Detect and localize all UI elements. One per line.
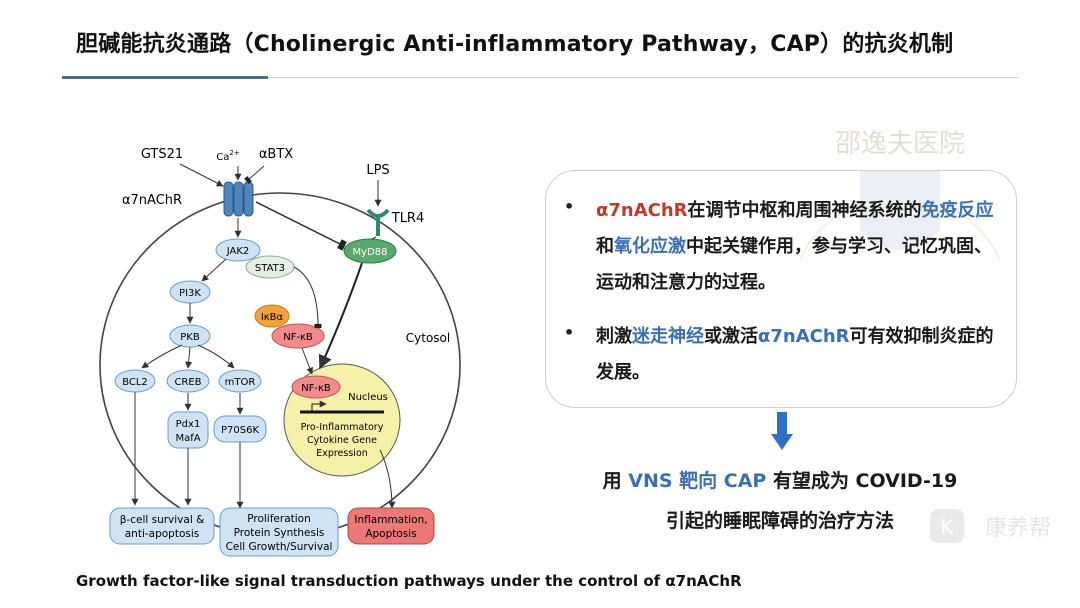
out2-line3: Cell Growth/Survival: [226, 541, 333, 553]
nfkb-node: [271, 323, 325, 349]
cell-membrane: [99, 192, 461, 538]
title-underline: [268, 77, 1018, 78]
jak2-label: JAK2: [226, 246, 250, 257]
gene-line2: Cytokine Gene: [307, 435, 377, 446]
ikba-label: IκBα: [261, 312, 284, 323]
btx-label: αBTX: [259, 147, 293, 162]
creb-node: [166, 369, 210, 393]
proliferation-box: [219, 507, 339, 557]
nfkb-nucleus-label: NF-κB: [301, 383, 331, 394]
ikba-node: [254, 304, 290, 328]
bcl2-label: BCL2: [122, 377, 148, 388]
bullet-2-seg-1: 刺激: [596, 326, 632, 347]
stat3-label: STAT3: [255, 263, 285, 274]
lps-label: LPS: [366, 163, 389, 178]
bullet-1-seg-3: 免疫反应: [921, 200, 994, 221]
logo-mark: K: [940, 515, 954, 539]
page-title: 胆碱能抗炎通路（Cholinergic Anti-inflammatory Pa…: [76, 32, 954, 57]
creb-label: CREB: [174, 377, 201, 388]
receptor-label: α7nAChR: [122, 193, 182, 208]
out2-line2: Protein Synthesis: [234, 527, 325, 539]
bullet-2-seg-3: 或激活: [704, 326, 758, 347]
bullet-1: α7nAChR在调节中枢和周围神经系统的免疫反应和氧化应激中起关键作用，参与学习…: [596, 193, 1002, 301]
down-arrow-icon: [771, 412, 793, 450]
nfkb-nucleus-node: [291, 375, 341, 399]
out3-line1: Inflammation,: [354, 514, 427, 526]
conclusion-emphasis: VNS 靶向 CAP: [628, 470, 767, 492]
bullet-1-seg-4: 和: [596, 236, 614, 257]
bullet-2-seg-5: 可有效抑制炎症的发展。: [596, 326, 994, 383]
title-underline-accent: [62, 76, 268, 79]
a7nachr-receptor: [223, 181, 254, 217]
myd88-label: MyD88: [353, 247, 388, 258]
calcium-label: Ca2+: [216, 149, 240, 163]
nfkb-label: NF-κB: [283, 332, 313, 343]
jak2-node: [215, 238, 261, 262]
bullet-1-seg-2: 在调节中枢和周围神经系统的: [687, 200, 922, 221]
mafa-label: MafA: [175, 433, 200, 444]
bullet-marker-2: •: [564, 323, 575, 342]
inflammation-box: [347, 507, 435, 545]
tlr4-label: TLR4: [391, 211, 425, 226]
out3-line2: Apoptosis: [365, 528, 416, 540]
bullet-2-seg-4: α7nAChR: [758, 326, 850, 347]
cap-pathway-diagram: GTS21 Ca2+ αBTX α7nAChR LPS TLR4 Cytosol…: [99, 147, 461, 557]
tlr4-receptor: [366, 208, 390, 236]
key-points-box: • α7nAChR在调节中枢和周围神经系统的免疫反应和氧化应激中起关键作用，参与…: [545, 170, 1017, 408]
bullet-marker-1: •: [564, 197, 575, 216]
nucleus-label: Nucleus: [348, 392, 388, 403]
myd88-node: [343, 238, 397, 264]
out1-line1: β-cell survival &: [120, 514, 205, 526]
gene-line1: Pro-Inflammatory: [301, 422, 384, 433]
mtor-node: [218, 369, 262, 393]
bullet-2: 刺激迷走神经或激活α7nAChR可有效抑制炎症的发展。: [596, 319, 1002, 391]
p70s6k-label: P70S6K: [221, 425, 259, 436]
figure-caption: Growth factor-like signal transduction p…: [76, 572, 742, 590]
mtor-label: mTOR: [225, 377, 256, 388]
pdx1-label: Pdx1: [176, 419, 201, 430]
kangyangbang-logo: K 康养帮: [930, 509, 1051, 543]
bullet-1-seg-1: α7nAChR: [596, 200, 688, 221]
gene-line3: Expression: [316, 448, 368, 459]
gts21-label: GTS21: [141, 147, 183, 162]
bullet-2-seg-2: 迷走神经: [632, 326, 704, 347]
beta-cell-survival-box: [109, 507, 215, 545]
conclusion-post: 有望成为 COVID-19: [766, 470, 958, 492]
watermark-text: 邵逸夫医院: [835, 129, 965, 159]
out2-line1: Proliferation: [247, 513, 311, 525]
conclusion-line1: 用 VNS 靶向 CAP 有望成为 COVID-19: [540, 466, 1020, 493]
logo-text: 康养帮: [985, 516, 1051, 541]
pkb-label: PKB: [180, 332, 200, 343]
conclusion-line2: 引起的睡眠障碍的治疗方法: [665, 510, 894, 532]
bullet-1-seg-6: 中起关键作用，参与学习、记忆巩固、运动和注意力的过程。: [596, 236, 992, 293]
bullet-1-seg-5: 氧化应激: [614, 236, 686, 257]
out1-line2: anti-apoptosis: [125, 528, 200, 540]
cytosol-label: Cytosol: [406, 331, 450, 345]
pi3k-label: PI3K: [179, 288, 201, 299]
conclusion-pre: 用: [602, 470, 629, 492]
